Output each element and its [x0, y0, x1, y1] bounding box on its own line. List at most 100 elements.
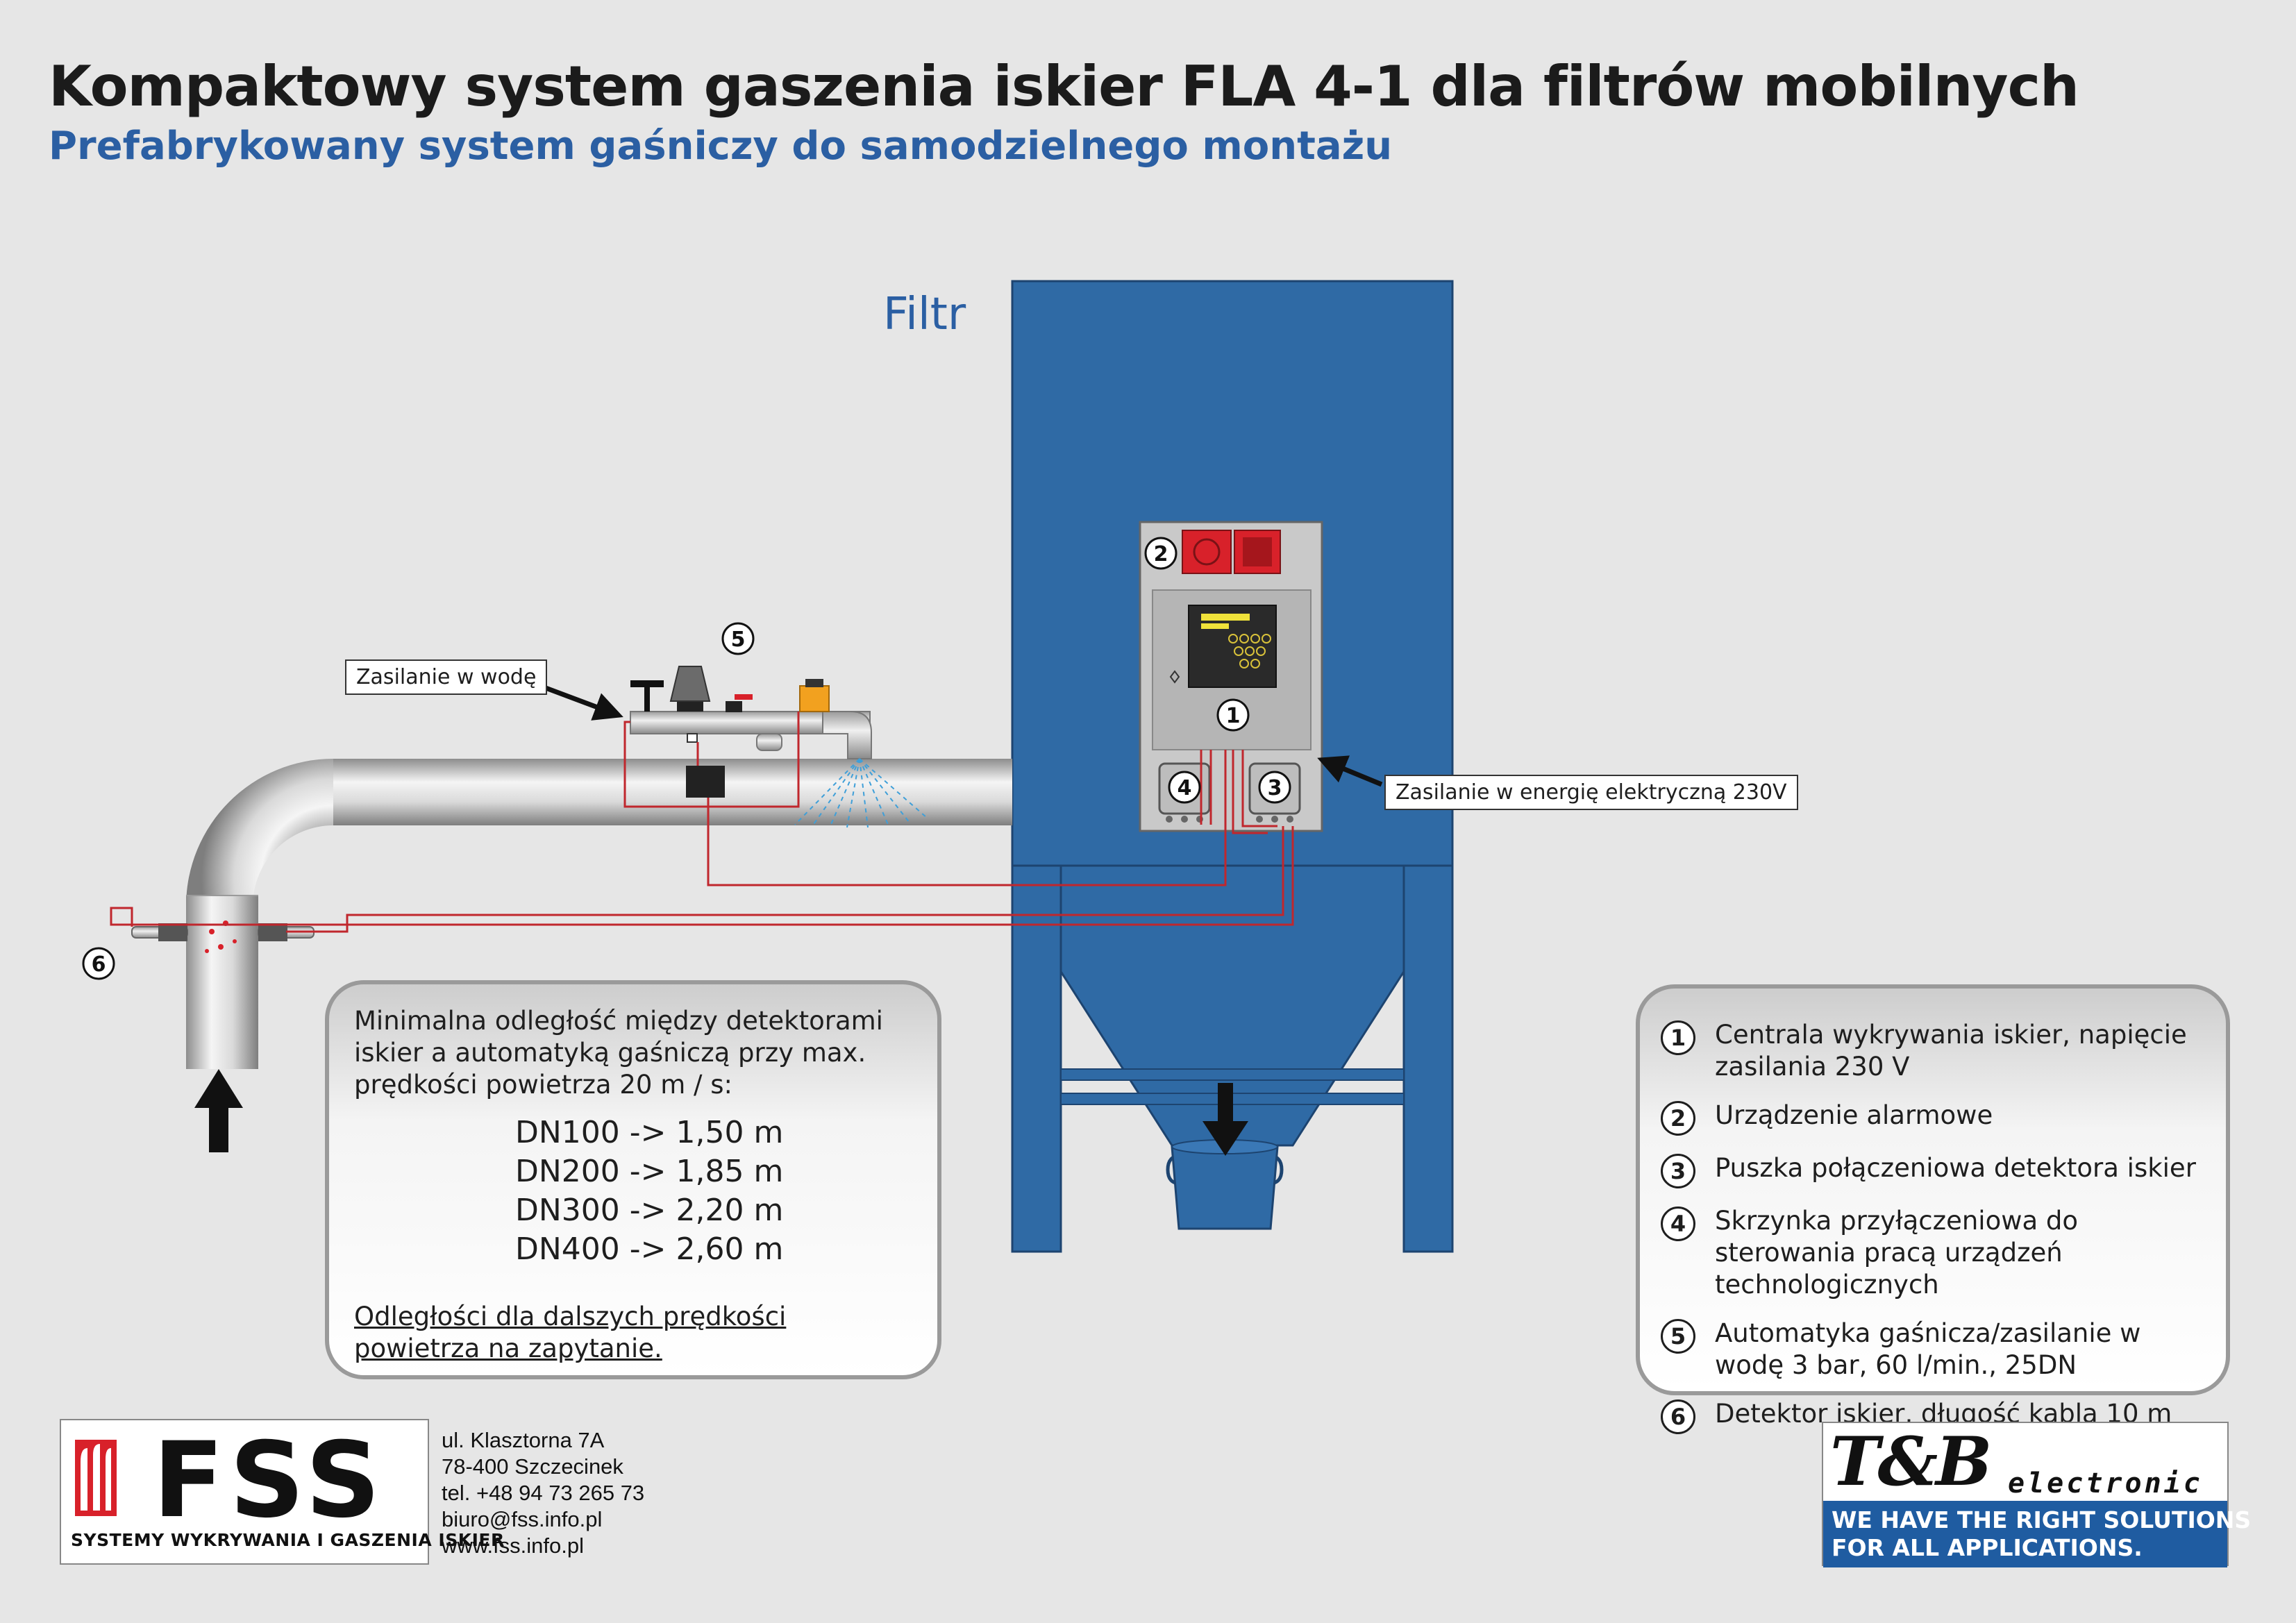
- tb-logo-top: T&B electronic: [1823, 1423, 2227, 1501]
- manual-valve-handle: [630, 680, 664, 687]
- distance-row: DN300 -> 2,20 m: [515, 1193, 784, 1228]
- address-city: 78-400 Szczecinek: [442, 1454, 623, 1479]
- legend-item: 3 Puszka połączeniowa detektora iskier: [1661, 1152, 2205, 1188]
- tb-brand: T&B: [1830, 1422, 1992, 1501]
- company-address: ul. Klasztorna 7A 78-400 Szczecinek tel.…: [442, 1427, 644, 1559]
- filter-leg-right: [1402, 864, 1454, 1253]
- spark: [218, 944, 224, 950]
- nozzle-pipe-bend: [822, 711, 872, 759]
- legend-number: 5: [1661, 1319, 1695, 1354]
- legend-number: 4: [1661, 1206, 1695, 1241]
- page-title: Kompaktowy system gaszenia iskier FLA 4-…: [49, 54, 2079, 119]
- flow-gauge: [687, 733, 698, 743]
- svg-text:2: 2: [1154, 542, 1168, 566]
- filter-leg-left: [1011, 864, 1062, 1253]
- fss-tagline: SYSTEMY WYKRYWANIA I GASZENIA ISKIER: [71, 1530, 505, 1550]
- tb-slogan: WE HAVE THE RIGHT SOLUTIONS FOR ALL APPL…: [1832, 1506, 2251, 1562]
- spark: [205, 949, 209, 953]
- tb-slogan-line: WE HAVE THE RIGHT SOLUTIONS: [1832, 1506, 2252, 1533]
- alarm-light: [1182, 530, 1232, 574]
- legend-text: Automatyka gaśnicza/zasilanie w wodę 3 b…: [1715, 1318, 2141, 1380]
- legend-text: Urządzenie alarmowe: [1715, 1100, 1993, 1130]
- duct-horizontal: [333, 759, 1012, 825]
- legend-item: 1 Centrala wykrywania iskier, napięcie z…: [1661, 1019, 2205, 1083]
- legend-item: 2 Urządzenie alarmowe: [1661, 1100, 2205, 1136]
- svg-text:5: 5: [731, 628, 746, 652]
- address-website[interactable]: www.fss.info.pl: [442, 1533, 585, 1558]
- solenoid-coil: [805, 679, 823, 687]
- water-supply-arrow: [533, 681, 623, 721]
- check-valve: [726, 701, 742, 712]
- control-panel: [1139, 521, 1323, 832]
- inlet-arrow-shaft: [209, 1104, 228, 1152]
- water-supply-callout: Zasilanie w wodę: [345, 659, 548, 695]
- detector-left-body: [158, 923, 187, 941]
- marker-5: 5: [721, 622, 755, 655]
- lock-icon: [1169, 670, 1180, 684]
- air-duct: [186, 759, 1012, 1152]
- legend-item: 4 Skrzynka przyłączeniowa do sterowania …: [1661, 1205, 2205, 1301]
- distance-info-box: Minimalna odległość między detektorami i…: [325, 980, 941, 1379]
- legend-text: Puszka połączeniowa detektora iskier: [1715, 1153, 2196, 1183]
- collection-bin: [1171, 1145, 1279, 1230]
- distance-row: DN100 -> 1,50 m: [515, 1115, 784, 1150]
- keypad: [1228, 634, 1271, 668]
- distance-list: DN100 -> 1,50 m DN200 -> 1,85 m DN300 ->…: [515, 1113, 912, 1269]
- marker-3: 3: [1258, 771, 1291, 804]
- address-email[interactable]: biuro@fss.info.pl: [442, 1507, 603, 1531]
- filter-unit: Filtr: [883, 280, 1454, 1253]
- valve-control-box: [686, 766, 725, 798]
- spark: [233, 939, 237, 943]
- marker-4: 4: [1168, 771, 1201, 804]
- discharge-arrow-shaft: [1218, 1083, 1233, 1125]
- legend-number: 1: [1661, 1020, 1695, 1055]
- duct-vertical: [186, 895, 258, 1069]
- solenoid-valve: [799, 685, 830, 712]
- marker-6: 6: [82, 947, 115, 980]
- tb-logo-bottom: WE HAVE THE RIGHT SOLUTIONS FOR ALL APPL…: [1823, 1501, 2251, 1567]
- tb-slogan-line: FOR ALL APPLICATIONS.: [1832, 1534, 2143, 1561]
- power-supply-arrow: [1317, 755, 1383, 787]
- distance-intro: Minimalna odległość między detektorami i…: [354, 1006, 883, 1100]
- alarm-light-lens: [1193, 538, 1221, 566]
- fss-logo-letters: FSS: [153, 1420, 386, 1541]
- legend-item: 5 Automatyka gaśnicza/zasilanie w wodę 3…: [1661, 1318, 2205, 1381]
- page-subtitle: Prefabrykowany system gaśniczy do samodz…: [49, 124, 1393, 169]
- legend-number: 6: [1661, 1399, 1695, 1434]
- marker-2: 2: [1144, 537, 1178, 570]
- ball-valve-lever: [735, 694, 753, 700]
- filter-label: Filtr: [883, 289, 966, 340]
- manual-valve-stem: [644, 684, 650, 712]
- discharge-arrow-head: [1203, 1121, 1248, 1156]
- svg-text:4: 4: [1178, 776, 1192, 800]
- fss-logo: FSS: [60, 1419, 429, 1565]
- legend-number: 2: [1661, 1101, 1695, 1136]
- legend-box: 1 Centrala wykrywania iskier, napięcie z…: [1636, 984, 2230, 1434]
- fss-logo-mark: FSS: [75, 1420, 380, 1541]
- display-lcd-line: [1201, 623, 1229, 629]
- spark-detectors: [131, 920, 315, 953]
- filter-cross-brace-1: [1060, 1068, 1405, 1081]
- duct-elbow: [186, 759, 333, 906]
- legend-text: Centrala wykrywania iskier, napięcie zas…: [1715, 1020, 2187, 1082]
- marker-1: 1: [1216, 698, 1250, 732]
- drain-pot: [756, 733, 782, 751]
- distance-footnote: Odległości dla dalszych prędkości powiet…: [354, 1302, 787, 1363]
- svg-text:3: 3: [1268, 776, 1282, 800]
- legend-number: 3: [1661, 1154, 1695, 1188]
- extinguishing-unit: [630, 666, 928, 828]
- pressure-valve-cap: [669, 666, 711, 702]
- alarm-siren-grille: [1243, 537, 1272, 566]
- svg-text:6: 6: [92, 952, 106, 977]
- tb-electronic-logo: T&B electronic WE HAVE THE RIGHT SOLUTIO…: [1822, 1422, 2251, 1567]
- power-supply-callout: Zasilanie w energię elektryczną 230V: [1384, 775, 1798, 810]
- distance-row: DN400 -> 2,60 m: [515, 1231, 784, 1267]
- detector-right-body: [258, 923, 287, 941]
- water-spray: [794, 758, 928, 828]
- svg-text:1: 1: [1226, 704, 1241, 728]
- inlet-arrow-head: [194, 1069, 243, 1108]
- address-street: ul. Klasztorna 7A: [442, 1428, 605, 1452]
- legend-text: Skrzynka przyłączeniowa do sterowania pr…: [1715, 1206, 2079, 1300]
- tb-brand-sub: electronic: [2008, 1468, 2203, 1499]
- display-lcd: [1201, 614, 1250, 621]
